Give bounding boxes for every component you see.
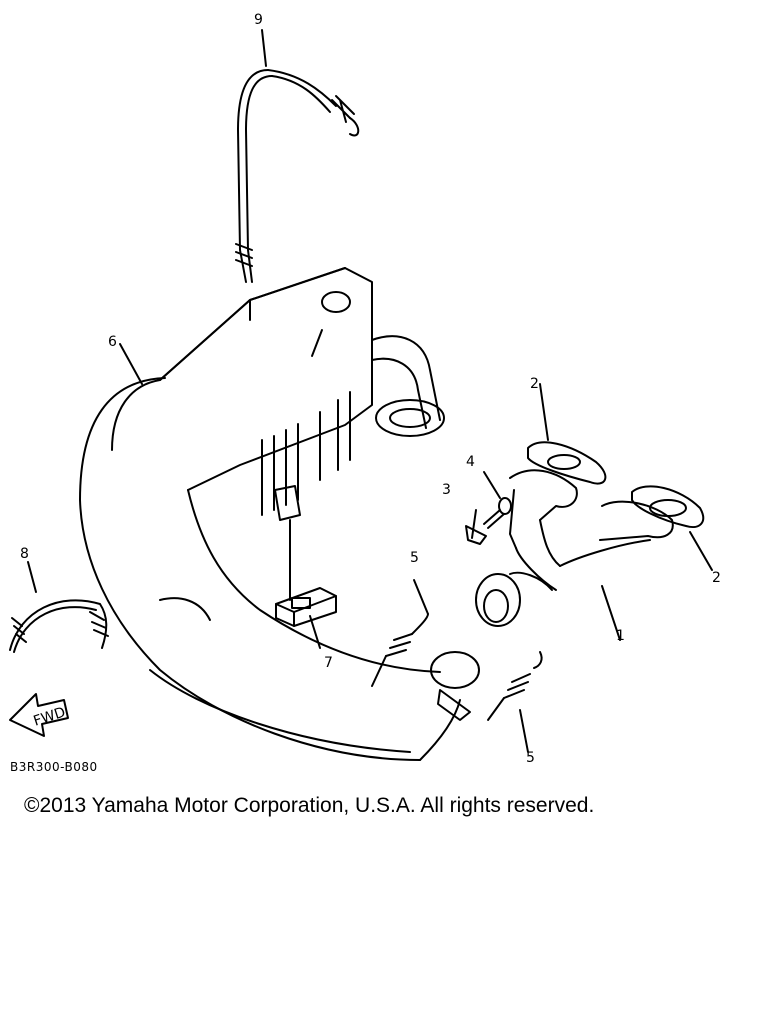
figure-code: B3R300-B080 <box>10 760 98 774</box>
hose-9-shape <box>235 69 360 283</box>
spring-5-upper-shape <box>371 579 429 687</box>
callout-2-lower: 2 <box>712 570 721 586</box>
damper-7-shape <box>275 519 337 649</box>
bolt-3-shape <box>465 509 505 545</box>
muffler-6-shape <box>79 267 480 761</box>
callout-8: 8 <box>20 546 29 562</box>
copyright-notice: ©2013 Yamaha Motor Corporation, U.S.A. A… <box>24 794 595 817</box>
callout-4: 4 <box>466 454 475 470</box>
callout-7: 7 <box>324 655 333 671</box>
washer-4-shape <box>483 471 512 515</box>
fwd-arrow-icon: FWD <box>9 693 69 737</box>
manifold-1-shape <box>475 469 674 641</box>
callout-3: 3 <box>442 482 451 498</box>
callout-6: 6 <box>108 334 117 350</box>
exhaust-parts-diagram: FWD 9 6 2 4 3 5 8 2 1 7 5 B3R300-B080 <box>9 12 721 774</box>
callout-1: 1 <box>616 628 625 644</box>
callout-5-upper: 5 <box>410 550 419 566</box>
spring-5-lower-shape <box>487 651 543 753</box>
spring-8-shape <box>9 599 109 653</box>
gasket-2a-shape <box>527 383 607 485</box>
callout-2-upper: 2 <box>530 376 539 392</box>
callout-5-lower: 5 <box>526 750 535 766</box>
callout-9: 9 <box>254 12 263 28</box>
